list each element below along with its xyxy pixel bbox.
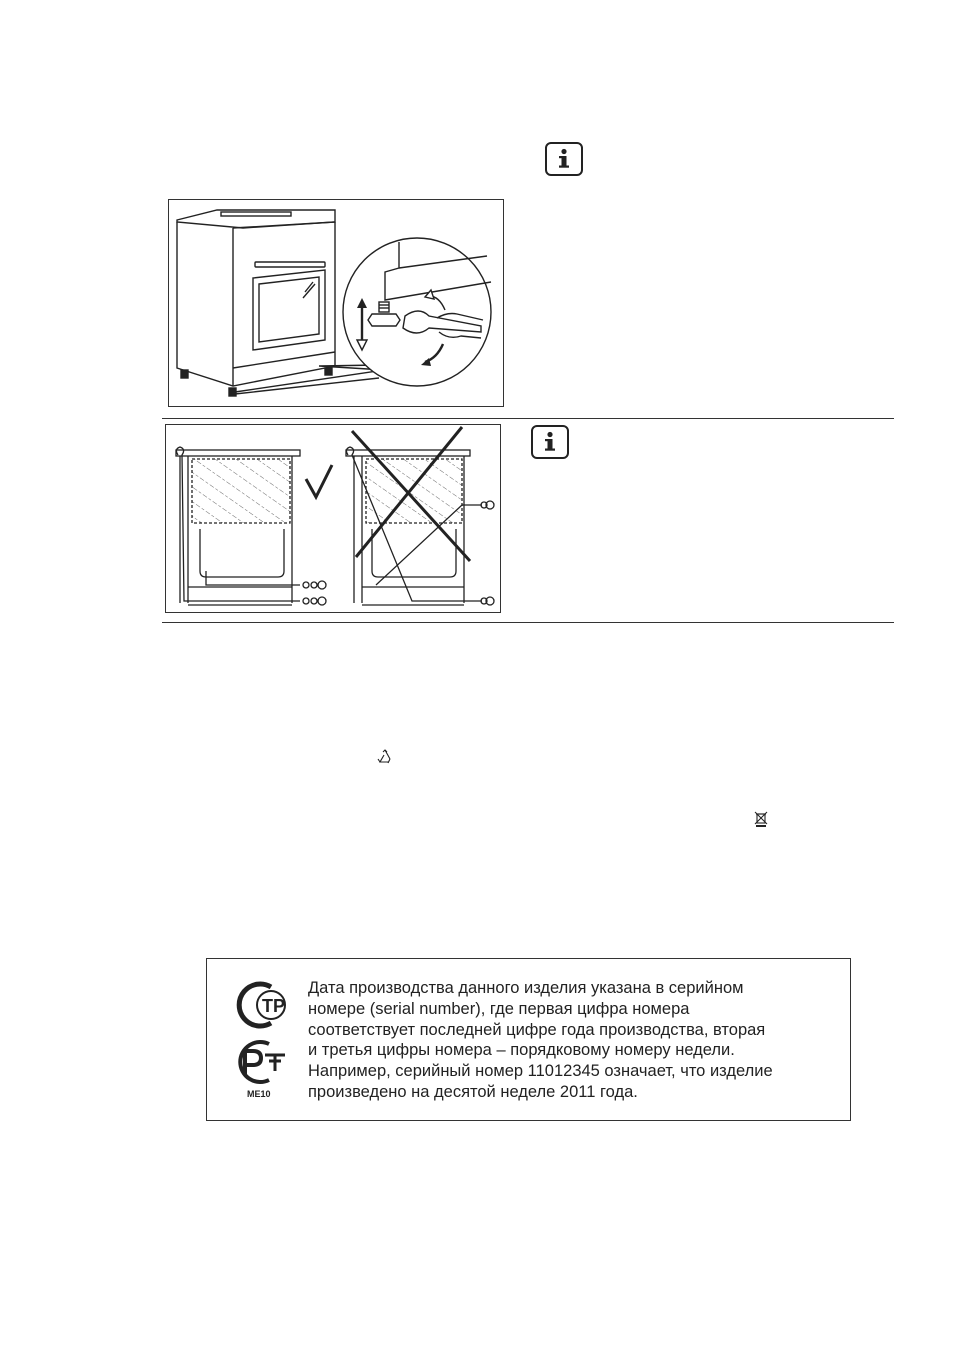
section-divider [162,418,894,419]
cert-text-line: и третья цифры номера – порядковому номе… [308,1041,735,1059]
recycle-icon [377,749,393,765]
cert-text-line: произведено на десятой неделе 2011 года. [308,1083,638,1101]
crossed-bin-icon [754,811,768,827]
cert-text-line: номере (serial number), где первая цифра… [308,1000,690,1018]
cooker-leveling-figure [168,199,504,407]
certification-notice-box: ТР ME10 Дата производства данного издели… [206,958,851,1121]
info-icon [531,425,569,459]
cert-text-line: соответствует последней цифре года произ… [308,1021,766,1039]
cert-text-line: Дата производства данного изделия указан… [308,979,744,997]
svg-text:ТР: ТР [262,996,285,1016]
section-divider [162,622,894,623]
cable-routing-figure [165,424,501,613]
info-icon [545,142,583,176]
mark-code: ME10 [247,1089,271,1099]
cert-text-line: Например, серийный номер 11012345 означа… [308,1062,773,1080]
pct-conformity-mark [231,1039,293,1085]
tr-conformity-mark: ТР [231,981,293,1029]
